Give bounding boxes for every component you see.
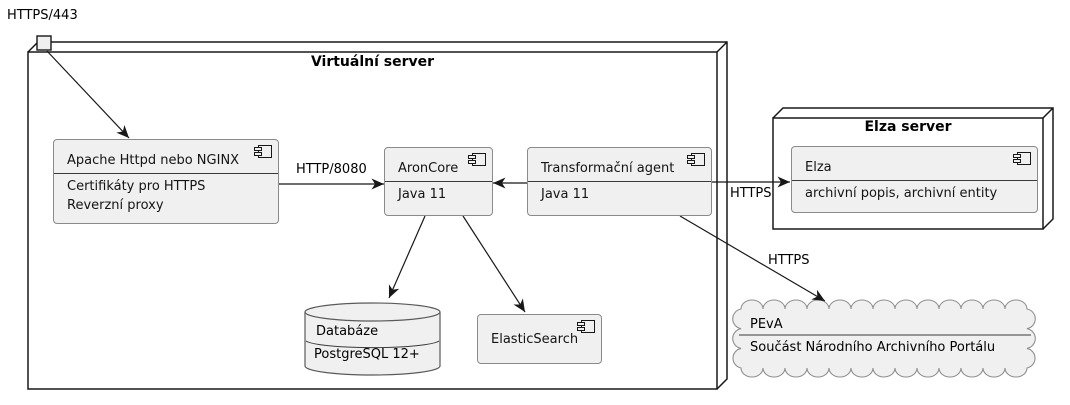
component-body: Java 11	[385, 182, 492, 208]
component-body: archivní popis, archivní entity	[792, 181, 1037, 207]
peva-cloud-subtitle: Součást Národního Archivního Portálu	[750, 340, 996, 355]
peva-cloud-shape	[732, 299, 1036, 378]
component-separator	[54, 173, 278, 174]
component-line: Java 11	[398, 187, 447, 202]
component-title: ElasticSearch	[491, 332, 579, 347]
edge-label-https-peva: HTTPS	[768, 253, 810, 268]
component-body: Certifikáty pro HTTPS Reverzní proxy	[54, 174, 278, 219]
https-port-square	[36, 35, 52, 51]
arrow-aroncore-to-elasticsearch	[462, 215, 526, 313]
component-title: Transformační agent	[541, 161, 675, 176]
peva-cloud-title: PEvA	[750, 317, 783, 332]
component-title: AronCore	[398, 161, 459, 176]
component-line: Certifikáty pro HTTPS	[67, 179, 206, 194]
component-icon	[1013, 152, 1031, 169]
database-title: Databáze	[316, 324, 379, 339]
virtual-server-title: Virtuální server	[310, 54, 435, 70]
component-line: Reverzní proxy	[67, 198, 164, 213]
component-icon	[254, 145, 272, 162]
component-line: Java 11	[541, 187, 590, 202]
elza-server-title: Elza server	[864, 119, 952, 135]
https-443-label: HTTPS/443	[7, 8, 78, 23]
component-icon	[687, 153, 705, 170]
edge-label-http-8080: HTTP/8080	[296, 162, 367, 177]
database-subtitle: PostgreSQL 12+	[314, 347, 420, 362]
component-line: archivní popis, archivní entity	[805, 186, 998, 201]
component-icon	[577, 320, 595, 337]
component-apache: Apache Httpd nebo NGINX Certifikáty pro …	[53, 139, 279, 224]
component-title: Apache Httpd nebo NGINX	[67, 153, 240, 168]
database-cylinder	[304, 302, 441, 376]
component-elasticsearch: ElasticSearch	[477, 314, 602, 364]
component-aroncore: AronCore Java 11	[384, 147, 493, 216]
component-separator	[792, 180, 1037, 181]
arrow-port-to-apache	[46, 50, 130, 139]
component-icon	[468, 153, 486, 170]
component-title: Elza	[805, 160, 832, 175]
component-elza: Elza archivní popis, archivní entity	[791, 146, 1038, 213]
component-body: Java 11	[528, 182, 711, 208]
edge-label-https-elza: HTTPS	[730, 186, 772, 201]
component-transform-agent: Transformační agent Java 11	[527, 147, 712, 216]
arrow-agent-to-peva	[679, 215, 826, 302]
component-separator	[385, 181, 492, 182]
component-separator	[528, 181, 711, 182]
arrow-aroncore-to-database	[388, 215, 426, 299]
